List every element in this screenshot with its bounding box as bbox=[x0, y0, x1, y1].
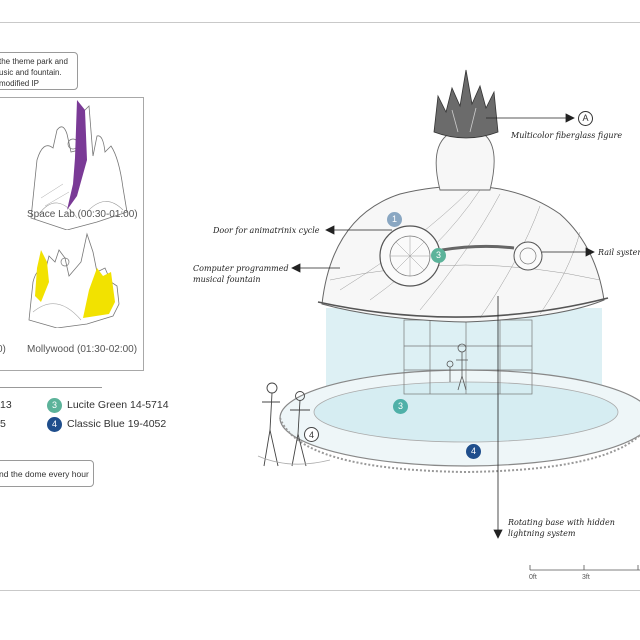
marker-a: A bbox=[578, 111, 593, 126]
rail-ring bbox=[317, 297, 609, 318]
intro-note-line-2: usic and fountain. bbox=[0, 68, 62, 77]
callout-fountain-line-2: musical fountain bbox=[193, 275, 261, 284]
callout-base-line-2: lightning system bbox=[508, 529, 576, 538]
diagram-badge-3-pool: 3 bbox=[393, 399, 408, 414]
mollywood-highlight-left bbox=[35, 250, 49, 302]
scale-bar bbox=[529, 565, 640, 571]
scale-label-3: 3ft bbox=[582, 574, 590, 581]
legend-partial-1: 13 bbox=[0, 399, 12, 411]
mollywood-sketch bbox=[28, 232, 120, 328]
scale-figures bbox=[257, 382, 331, 467]
scene-caption-mollywood: Mollywood (01:30-02:00) bbox=[27, 344, 138, 355]
space-lab-highlight bbox=[67, 100, 87, 210]
diagram-badge-4-base: 4 bbox=[466, 444, 481, 459]
legend-partial-2: 5 bbox=[0, 418, 6, 430]
legend-badge-classic-blue: 4 bbox=[47, 417, 62, 432]
callout-fountain-line-1: Computer programmed bbox=[193, 264, 289, 273]
diagram-badge-3-dome: 3 bbox=[431, 248, 446, 263]
callout-rail: Rail system bbox=[598, 248, 640, 257]
legend-rule bbox=[0, 387, 102, 388]
callout-fiberglass: Multicolor fiberglass figure bbox=[511, 131, 623, 140]
legend-label-classic-blue: Classic Blue 19-4052 bbox=[67, 418, 167, 430]
dome-neck bbox=[435, 129, 495, 191]
top-rule bbox=[0, 22, 640, 23]
callout-base-line-1: Rotating base with hidden bbox=[508, 518, 615, 527]
scale-label-0: 0ft bbox=[529, 574, 537, 581]
diagram-badge-1: 1 bbox=[387, 212, 402, 227]
scene-caption-space-lab: Space Lab (00:30-01:00) bbox=[27, 209, 138, 220]
rail-porthole bbox=[513, 241, 543, 271]
diagram-badge-4-figures: 4 bbox=[304, 427, 319, 442]
mollywood-highlight-right bbox=[83, 268, 115, 318]
legend-label-lucite-green: Lucite Green 14-5714 bbox=[67, 399, 169, 411]
callout-door: Door for animatrinix cycle bbox=[213, 226, 320, 235]
legend-badge-lucite-green: 3 bbox=[47, 398, 62, 413]
intro-note-line-3: modified IP bbox=[0, 79, 40, 88]
inner-figures bbox=[446, 343, 468, 391]
scenes-panel: Space Lab (00:30-01:00) Mollywood (01:30… bbox=[0, 97, 144, 371]
bottom-rule bbox=[0, 590, 640, 591]
hour-note: nd the dome every hour bbox=[0, 460, 94, 487]
space-lab-sketch bbox=[30, 100, 128, 230]
intro-note: the theme park and usic and fountain. mo… bbox=[0, 52, 78, 90]
intro-note-line-1: the theme park and bbox=[0, 57, 68, 66]
scene-caption-partial: 0) bbox=[0, 344, 6, 355]
fiberglass-figure bbox=[433, 69, 499, 139]
